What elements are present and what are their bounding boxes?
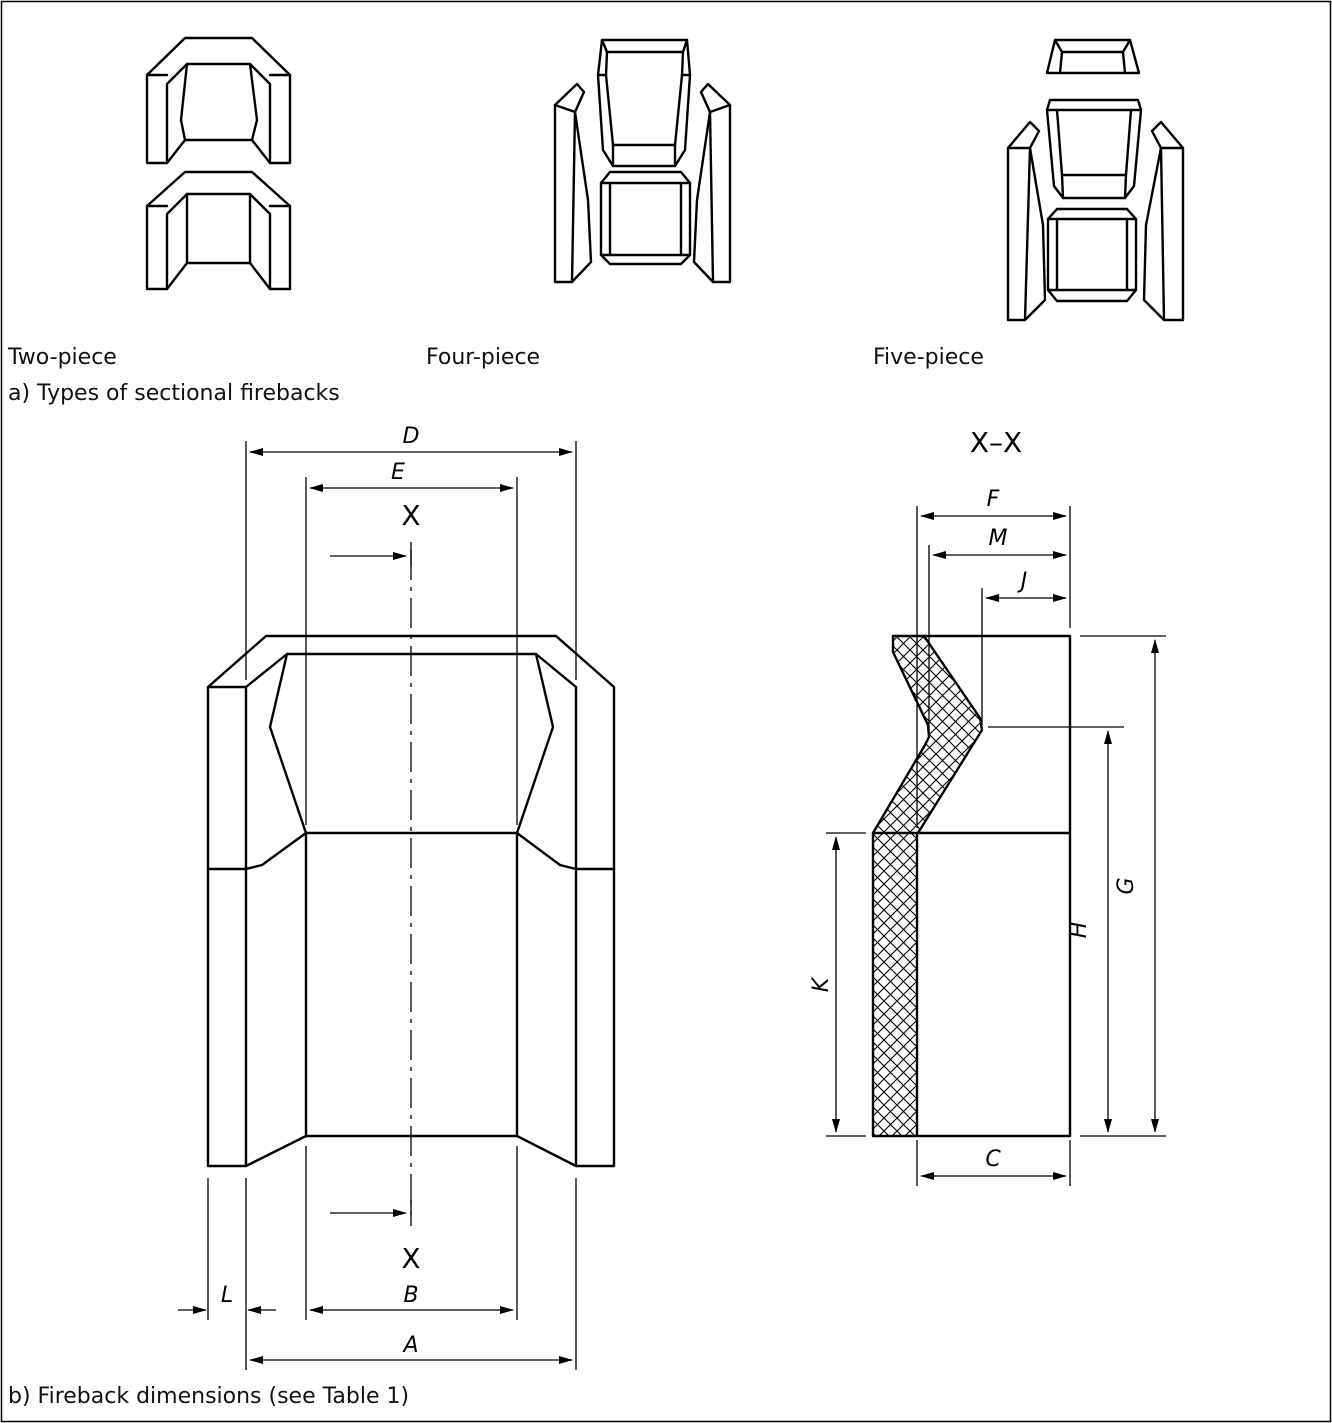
dimension-label-k: K	[809, 976, 834, 992]
dimension-d	[245, 441, 577, 680]
dimension-g	[1080, 635, 1166, 1137]
dimension-label-l: L	[221, 1283, 233, 1308]
caption-two-piece: Two-piece	[8, 345, 117, 370]
dimension-k	[826, 832, 866, 1137]
dimension-a	[249, 1178, 577, 1370]
two-piece-fireback-drawing	[145, 36, 292, 291]
dimension-label-b: B	[403, 1283, 418, 1308]
dimension-label-h: H	[1067, 922, 1092, 939]
dimension-f	[916, 506, 1071, 828]
dimension-label-g: G	[1114, 877, 1139, 894]
section-hatch-upper	[873, 636, 982, 833]
section-title: X–X	[970, 426, 1022, 459]
caption-five-piece: Five-piece	[873, 345, 984, 370]
dimension-label-c: C	[985, 1147, 1001, 1172]
dimension-h	[988, 726, 1124, 1133]
dimension-label-e: E	[391, 460, 405, 485]
dimension-b	[305, 1146, 518, 1320]
caption-four-piece: Four-piece	[426, 345, 541, 370]
five-piece-fireback-drawing	[1006, 38, 1185, 322]
section-hatch-lower	[873, 833, 917, 1136]
dimension-label-d: D	[403, 424, 420, 449]
dimension-label-a: A	[401, 1333, 418, 1358]
dimension-c	[916, 1140, 1071, 1186]
dimension-label-f: F	[987, 487, 1000, 512]
dimension-m	[928, 545, 1067, 738]
four-piece-fireback-drawing	[553, 38, 732, 284]
fireback-section-view	[871, 634, 1072, 1138]
caption-part-a: a) Types of sectional firebacks	[8, 381, 340, 406]
dimension-label-m: M	[989, 526, 1008, 551]
dimension-e	[305, 477, 518, 825]
dimension-j	[981, 588, 1067, 725]
caption-part-b: b) Fireback dimensions (see Table 1)	[8, 1384, 410, 1409]
section-mark-bottom: X	[401, 1242, 420, 1275]
fireback-front-elevation	[206, 542, 616, 1226]
section-mark-top: X	[401, 499, 420, 532]
dimension-label-j: J	[1017, 569, 1028, 594]
dimension-l	[178, 1178, 276, 1370]
